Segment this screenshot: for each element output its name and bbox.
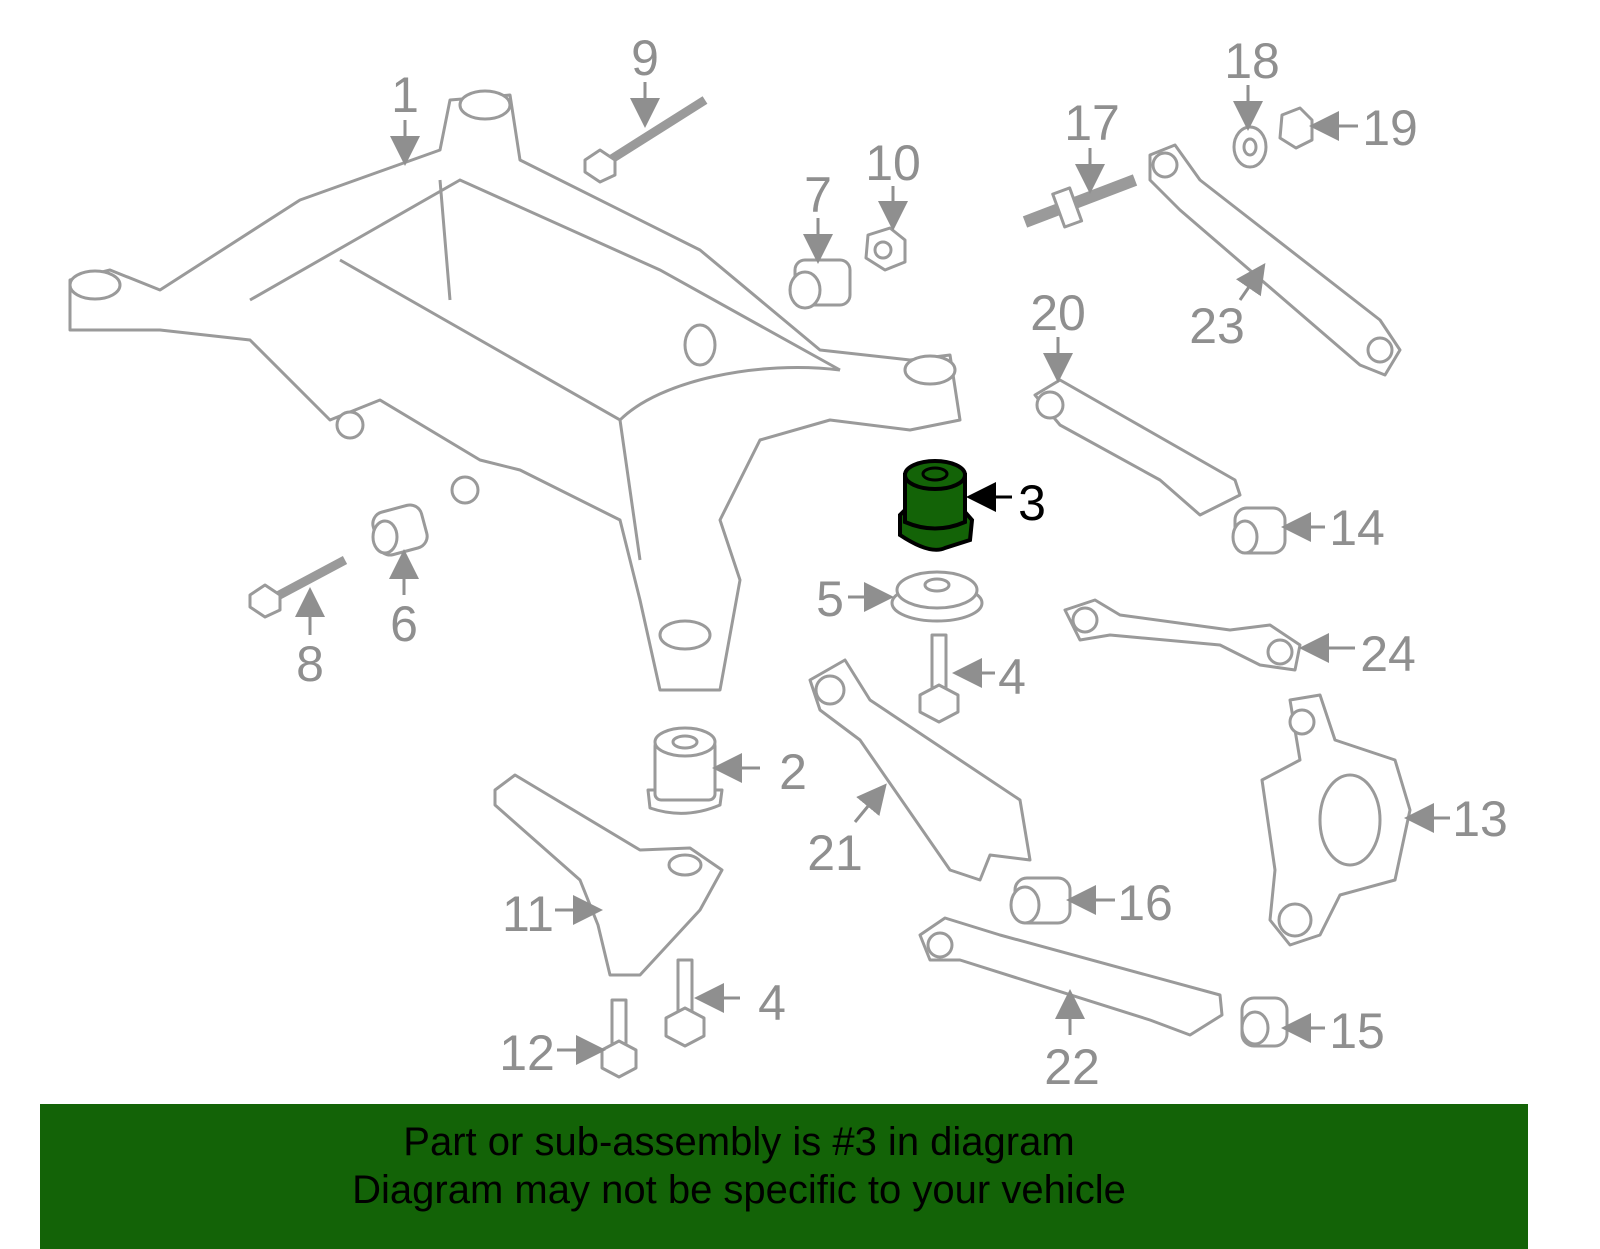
label-10: 10 [865, 135, 921, 191]
part-11-bracket[interactable] [493, 773, 724, 977]
part-21-control-arm[interactable] [808, 658, 1032, 882]
label-15: 15 [1329, 1003, 1385, 1059]
label-8: 8 [296, 636, 324, 692]
part-22-control-arm[interactable] [918, 916, 1224, 1037]
part-1-subframe[interactable] [68, 89, 962, 692]
label-17: 17 [1064, 95, 1120, 151]
part-9-bolt[interactable] [583, 96, 708, 184]
label-13: 13 [1452, 791, 1508, 847]
part-20-control-arm[interactable] [1033, 378, 1242, 517]
label-22: 22 [1044, 1039, 1100, 1095]
label-24: 24 [1360, 626, 1416, 682]
part-10-nut[interactable] [864, 226, 907, 272]
part-2-bushing[interactable] [646, 726, 724, 815]
part-17-bolt[interactable] [1022, 174, 1138, 229]
banner-line-2: Diagram may not be specific to your vehi… [352, 1168, 1126, 1212]
info-banner: Part or sub-assembly is #3 in diagram Di… [40, 1104, 1528, 1249]
label-9: 9 [631, 30, 659, 86]
banner-line-1: Part or sub-assembly is #3 in diagram [403, 1120, 1075, 1164]
label-4: 4 [998, 649, 1026, 705]
label-7: 7 [804, 167, 832, 223]
label-1: 1 [391, 67, 419, 123]
part-15-bushing[interactable] [1240, 996, 1289, 1048]
part-13-knuckle[interactable] [1260, 693, 1412, 947]
part-23-control-arm[interactable] [1148, 143, 1402, 377]
part-19-nut[interactable] [1278, 106, 1314, 150]
label-21: 21 [807, 825, 863, 881]
label-6: 6 [390, 596, 418, 652]
part-18-washer[interactable] [1232, 125, 1268, 169]
label-3: 3 [1018, 475, 1046, 531]
part-3-bushing-highlighted[interactable] [898, 459, 975, 552]
label-2: 2 [779, 744, 807, 800]
part-14-bushing[interactable] [1231, 506, 1287, 555]
label-19: 19 [1362, 100, 1418, 156]
callout-arrows [295, 82, 1450, 1065]
parts-diagram: 1 9 7 10 17 18 19 20 23 3 14 5 24 4 6 8 … [68, 30, 1508, 1095]
part-7-bushing[interactable] [788, 258, 852, 310]
part-24-control-arm[interactable] [1063, 598, 1302, 672]
part-12-bolt[interactable] [600, 998, 638, 1079]
label-5: 5 [816, 571, 844, 627]
part-4-bolt[interactable] [918, 633, 960, 724]
part-8-bolt[interactable] [248, 556, 348, 619]
label-16: 16 [1117, 875, 1173, 931]
label-4-lower: 4 [758, 975, 786, 1031]
label-14: 14 [1329, 500, 1385, 556]
part-5-mount[interactable] [890, 570, 984, 623]
part-16-bushing[interactable] [1009, 876, 1072, 925]
label-18: 18 [1224, 33, 1280, 89]
label-12: 12 [499, 1025, 555, 1081]
label-20: 20 [1030, 285, 1086, 341]
part-6-bushing[interactable] [370, 502, 430, 557]
part-4-bolt-lower[interactable] [664, 958, 706, 1048]
label-23: 23 [1189, 298, 1245, 354]
label-11: 11 [502, 886, 554, 942]
